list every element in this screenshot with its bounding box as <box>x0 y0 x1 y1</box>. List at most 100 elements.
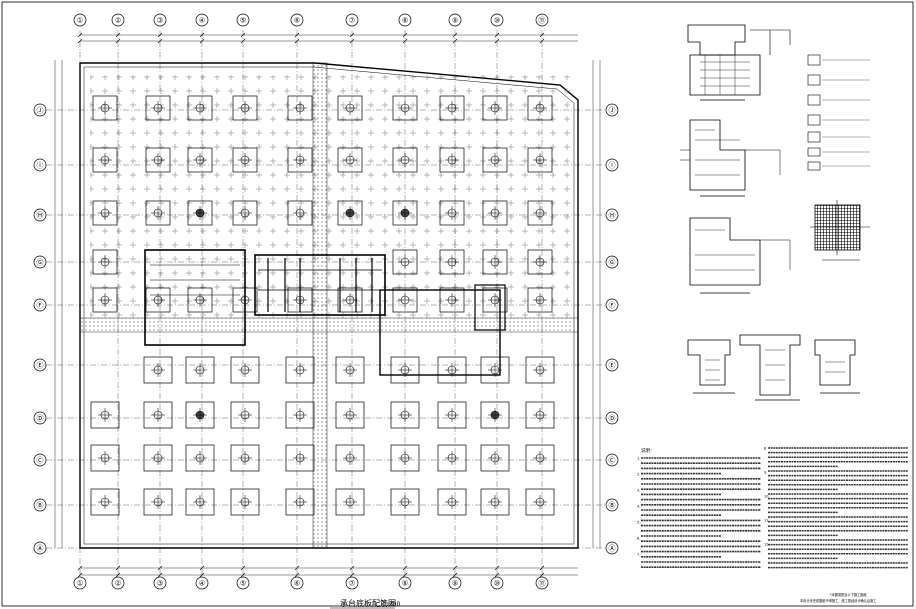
drawing-scale: 1:200 <box>383 601 400 608</box>
pile-cap <box>230 488 260 516</box>
column-grid-label: ⑤ <box>240 17 246 25</box>
pile-cap <box>232 200 258 226</box>
dimension-tick <box>494 38 500 44</box>
dimension-tick <box>77 572 83 578</box>
dimension-tick <box>157 572 163 578</box>
pile-cap <box>482 287 508 313</box>
pile-cap <box>230 356 260 384</box>
row-grid-label: Ⓒ <box>609 457 616 465</box>
column-grid-bubble: ⑨ <box>448 13 462 27</box>
pile-cap <box>337 147 363 173</box>
dimension-tick <box>294 38 300 44</box>
row-grid-label: Ⓓ <box>37 415 44 423</box>
title-block-line-2: 本设计未完成图纸不得施工，施工需经设计确认后施工 <box>800 598 877 603</box>
row-grid-bubble: Ⓓ <box>605 411 619 425</box>
pile-cap <box>335 401 365 429</box>
row-grid-bubble: Ⓑ <box>605 498 619 512</box>
dimension-tick <box>294 572 300 578</box>
pile-cap <box>527 287 553 313</box>
row-grid-label: Ⓑ <box>609 502 616 510</box>
pile-cap <box>392 147 418 173</box>
column-grid-label: ① <box>77 580 83 588</box>
column-grid-bubble: ③ <box>153 576 167 590</box>
column-grid-bubble: ⑩ <box>490 576 504 590</box>
pile-cap <box>390 444 420 472</box>
pile-cap <box>437 356 467 384</box>
pile-cap <box>392 287 418 313</box>
pile-cap <box>437 401 467 429</box>
row-grid-label: Ⓐ <box>609 545 616 553</box>
section-detail-5 <box>739 334 801 401</box>
column-grid-bubble: ① <box>73 13 87 27</box>
dimension-tick <box>402 572 408 578</box>
column-grid-label: ① <box>77 17 83 25</box>
note-number: 11. <box>764 519 770 523</box>
row-grid-bubble: Ⓒ <box>33 453 47 467</box>
dimension-tick <box>115 32 121 38</box>
core-wall-block <box>254 254 386 316</box>
row-grid-bubble: Ⓔ <box>33 358 47 372</box>
row-grid-label: Ⓐ <box>37 545 44 553</box>
pile-cap <box>92 95 118 121</box>
pile-cap <box>439 147 465 173</box>
note-number: 3. <box>637 489 640 493</box>
column-grid-bubble: ⑤ <box>236 13 250 27</box>
dimension-tick <box>240 32 246 38</box>
pile-cap <box>92 287 118 313</box>
row-grid-bubble: Ⓒ <box>605 453 619 467</box>
dimension-tick <box>77 32 83 38</box>
core-wall-left <box>144 249 246 346</box>
column-grid-label: ⑩ <box>494 580 500 588</box>
row-grid-label: Ⓓ <box>609 415 616 423</box>
row-grid-label: Ⓕ <box>37 302 44 310</box>
pile-cap <box>230 401 260 429</box>
dimension-tick <box>199 565 205 571</box>
column-grid-bubble: ② <box>111 13 125 27</box>
dimension-tick <box>77 565 83 571</box>
row-grid-bubble: Ⓐ <box>33 541 47 555</box>
pile-cap <box>287 200 313 226</box>
pile-cap <box>143 356 173 384</box>
core-detail-lines <box>150 258 382 312</box>
dimension-tick <box>494 32 500 38</box>
pile-cap <box>439 249 465 275</box>
pile-cap <box>482 147 508 173</box>
pile-cap <box>185 488 215 516</box>
dimension-tick <box>240 565 246 571</box>
pile-cap <box>392 95 418 121</box>
core-wall-right <box>379 289 501 376</box>
column-grid-bubble: ⑪ <box>535 13 549 27</box>
dimension-tick <box>199 572 205 578</box>
pile-cap <box>90 401 120 429</box>
pile-cap <box>145 95 171 121</box>
section-detail-3 <box>689 217 791 294</box>
note-number: 7. <box>637 553 640 557</box>
row-grid-bubble: Ⓖ <box>33 255 47 269</box>
dimension-tick <box>539 32 545 38</box>
pile-cap <box>337 95 363 121</box>
pile-cap <box>287 147 313 173</box>
pile-cap <box>482 200 508 226</box>
pile-cap <box>187 200 213 226</box>
row-grid-bubble: Ⓔ <box>605 358 619 372</box>
dimension-tick <box>115 565 121 571</box>
dimension-tick <box>240 38 246 44</box>
legend <box>807 54 870 171</box>
pile-cap <box>482 249 508 275</box>
column-grid-label: ⑧ <box>402 580 408 588</box>
pile-cap <box>145 147 171 173</box>
pile-cap <box>92 147 118 173</box>
pile-cap <box>90 488 120 516</box>
pile-cap <box>187 287 213 313</box>
construction-strip-horizontal <box>79 317 579 333</box>
row-grid-bubble: Ⓙ <box>605 103 619 117</box>
row-grid-bubble: Ⓖ <box>605 255 619 269</box>
pile-cap <box>232 147 258 173</box>
row-grid-bubble: Ⓗ <box>605 208 619 222</box>
dimension-tick <box>115 38 121 44</box>
row-grid-bubble: Ⓙ <box>33 103 47 117</box>
column-grid-label: ⑤ <box>240 580 246 588</box>
notes-heading: 说明： <box>641 447 655 454</box>
dimension-tick <box>494 565 500 571</box>
row-grid-label: Ⓙ <box>37 107 44 115</box>
